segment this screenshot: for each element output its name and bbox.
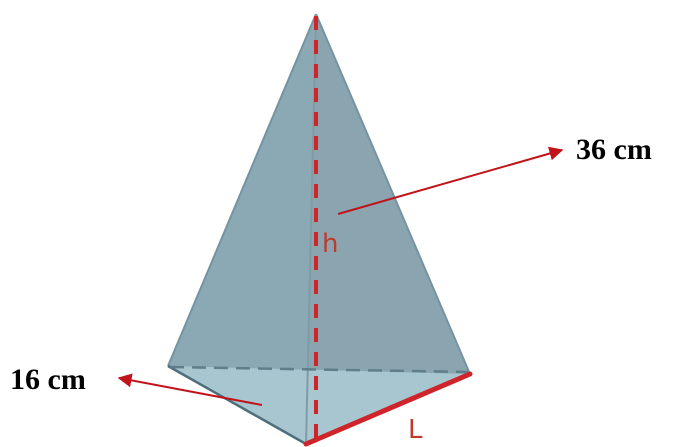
pyramid-right-face (306, 14, 470, 444)
edge-right-apex (315, 13, 471, 375)
side-edge-L (303, 371, 473, 447)
edge-left-apex (167, 13, 317, 367)
edge-front-apex (305, 13, 317, 445)
side-symbol: L (408, 415, 423, 445)
side-callout-arrow (117, 373, 263, 406)
base-hidden-edge (169, 365, 469, 374)
side-value-label: 16 cm (10, 363, 86, 396)
edge-base-left (167, 364, 307, 446)
pyramid-left-face (168, 14, 316, 444)
height-value-label: 36 cm (576, 133, 652, 166)
height-symbol: h (322, 229, 338, 259)
pyramid-front-face (168, 366, 470, 444)
height-callout-arrow (337, 146, 564, 215)
